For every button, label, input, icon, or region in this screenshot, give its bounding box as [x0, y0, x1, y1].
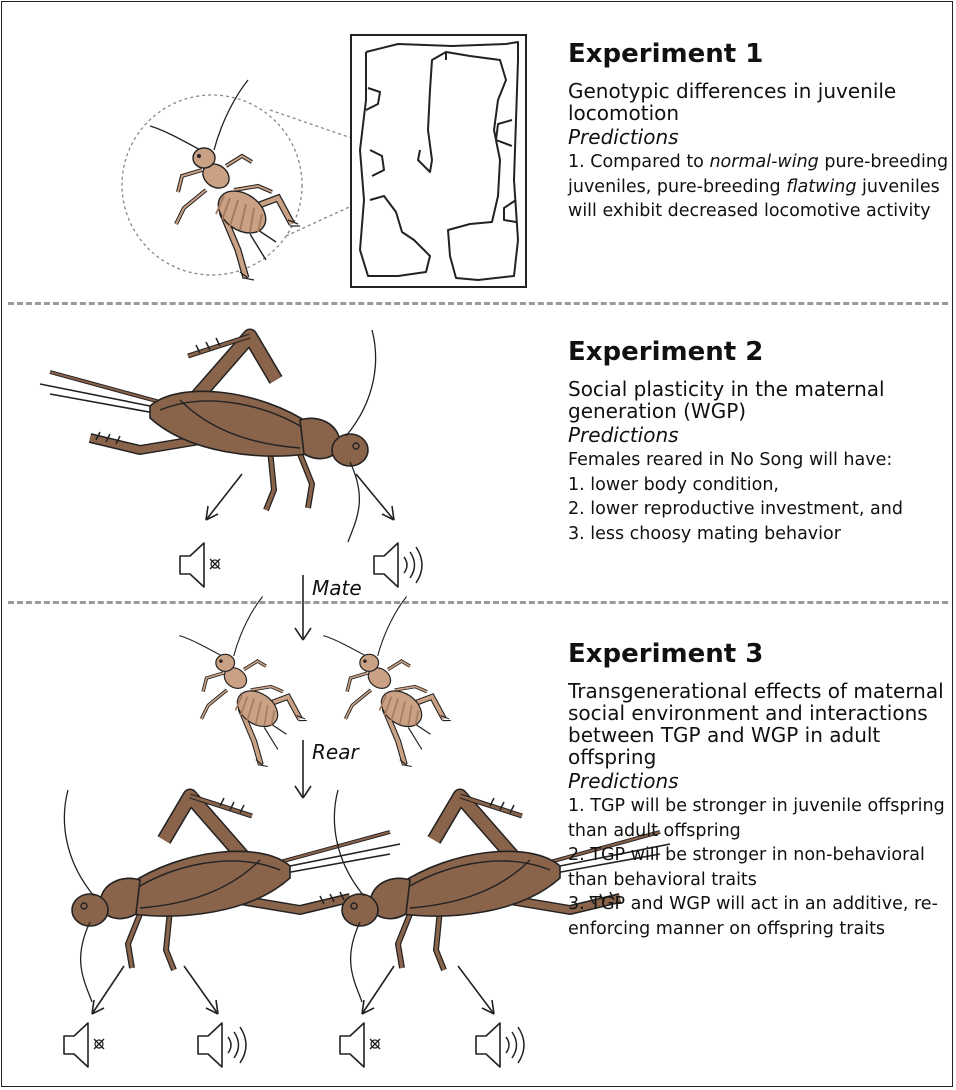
speaker-sound-icon	[374, 543, 422, 587]
juvenile-offspring-left	[179, 597, 306, 767]
juvenile-cricket	[150, 80, 300, 280]
rear-label: Rear	[312, 740, 359, 764]
experiment-2-description: Social plasticity in the maternal genera…	[568, 378, 952, 422]
speaker-muted-icon	[180, 543, 220, 587]
experiment-3-panel: Experiment 3 Transgenerational effects o…	[568, 638, 952, 941]
experiment-2-title: Experiment 2	[568, 336, 952, 368]
experiment-1-prediction-1: 1. Compared to normal-wing pure-breeding…	[568, 150, 952, 224]
experiment-3-prediction-1: 1. TGP will be stronger in juvenile offs…	[568, 794, 952, 843]
experiment-1-predictions-label: Predictions	[568, 124, 952, 150]
experiment-1-panel: Experiment 1 Genotypic differences in ju…	[568, 38, 952, 224]
experiment-3-prediction-2: 2. TGP will be stronger in non-behaviora…	[568, 843, 952, 892]
speaker-muted-icon	[340, 1023, 380, 1067]
experiment-2-prediction-2: 2. lower reproductive investment, and	[568, 497, 952, 522]
experiment-2-predictions-label: Predictions	[568, 422, 952, 448]
experiment-1-description: Genotypic differences in juvenile locomo…	[568, 80, 952, 124]
experiment-3-title: Experiment 3	[568, 638, 952, 670]
experiment-3-prediction-3: 3. TGP and WGP will act in an additive, …	[568, 892, 952, 941]
experiment-3-predictions-label: Predictions	[568, 768, 952, 794]
experiment-2-panel: Experiment 2 Social plasticity in the ma…	[568, 336, 952, 546]
experiment-2-prediction-1: 1. lower body condition,	[568, 473, 952, 498]
experiment-2-prediction-3: 3. less choosy mating behavior	[568, 522, 952, 547]
experiment-2-intro: Females reared in No Song will have:	[568, 448, 952, 473]
speaker-muted-icon	[64, 1023, 104, 1067]
speaker-sound-icon	[476, 1023, 524, 1067]
experiment-1-title: Experiment 1	[568, 38, 952, 70]
experiment-3-description: Transgenerational effects of maternal so…	[568, 680, 952, 768]
mate-label: Mate	[312, 576, 362, 600]
speaker-sound-icon	[198, 1023, 246, 1067]
